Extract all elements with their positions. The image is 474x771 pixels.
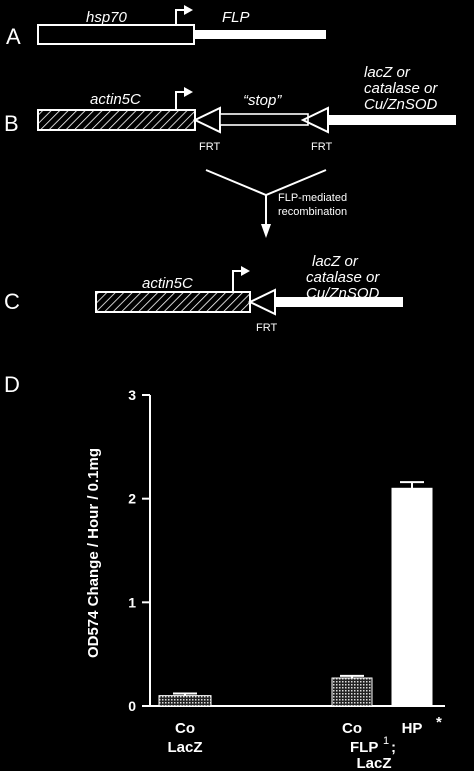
frt-site-left [192,106,221,134]
panel-c-gene-line1: lacZ or [312,253,359,270]
bar-label-2: HP [402,720,423,737]
transcription-start-arrowhead-a [184,5,193,15]
panel-b: B actin5C “stop” FRT FRT lacZ or catalas… [4,64,456,153]
panel-a-letter: A [6,24,21,49]
recombination-arrow: FLP-mediated recombination [205,169,347,238]
panel-b-gene-line1: lacZ or [364,64,411,81]
panel-b-letter: B [4,111,19,136]
stop-cassette-box [219,113,309,126]
panel-d-letter: D [4,372,20,397]
panel-b-promoter-label: actin5C [90,91,141,108]
significance-mark: * [436,714,442,731]
stop-cassette-label: “stop” [243,92,282,109]
reporter-gene-bar-b [328,115,456,125]
panel-c-promoter-label: actin5C [142,275,193,292]
panel-c-gene-line2: catalase or [306,269,380,286]
frt-left-label: FRT [199,141,220,153]
bar-2 [391,487,433,707]
group-label-lacz: LacZ [356,755,391,771]
y-tick-label-2: 2 [128,491,136,507]
panel-d: D OD574 Change / Hour / 0.1mg 0 1 2 3Co Co HP… [4,372,445,771]
frt-right-label: FRT [311,141,332,153]
y-tick-label-0: 0 [128,698,136,714]
transcription-start-arrow-a [175,9,186,25]
panel-b-gene-line3: Cu/ZnSOD [364,96,438,113]
y-tick-label-3: 3 [128,387,136,403]
transcription-start-arrowhead-b [184,87,193,97]
panel-c-gene-line3: Cu/ZnSOD [306,285,380,302]
panel-a-gene-label: FLP [222,9,250,26]
panel-c-letter: C [4,289,20,314]
bar-0 [158,695,212,707]
recombination-arrowhead [261,224,271,238]
transcription-start-arrow-c [232,270,243,292]
panel-a-promoter-label: hsp70 [86,9,128,26]
bar-label-1: Co [342,720,362,737]
group-label-flp: FLP [350,739,378,756]
actin5c-promoter-box-c [95,291,251,313]
frt-site-remaining [247,288,276,316]
actin5c-promoter-box-b [37,109,196,131]
recombination-label-line2: recombination [278,206,347,218]
transcription-start-arrow-b [175,91,186,110]
recombination-label-line1: FLP-mediated [278,192,347,204]
group-label-flp-semicolon: ; [391,739,396,756]
panel-b-gene-line2: catalase or [364,80,438,97]
group-label-control: LacZ [167,739,202,756]
y-tick-label-1: 1 [128,594,136,610]
y-axis-label: OD574 Change / Hour / 0.1mg [85,448,102,658]
hsp70-promoter-box [37,24,195,45]
panel-a: A hsp70 FLP [6,5,326,49]
transcription-start-arrowhead-c [241,266,250,276]
reporter-gene-bar-c [275,297,403,307]
bar-1 [331,677,373,707]
group-label-flp-superscript: 1 [383,735,389,747]
bar-label-0: Co [175,720,195,737]
panel-c-frt-label: FRT [256,322,277,334]
panel-c: C actin5C FRT lacZ or catalase or Cu/ZnS… [4,253,403,334]
flp-gene-bar [194,30,326,39]
